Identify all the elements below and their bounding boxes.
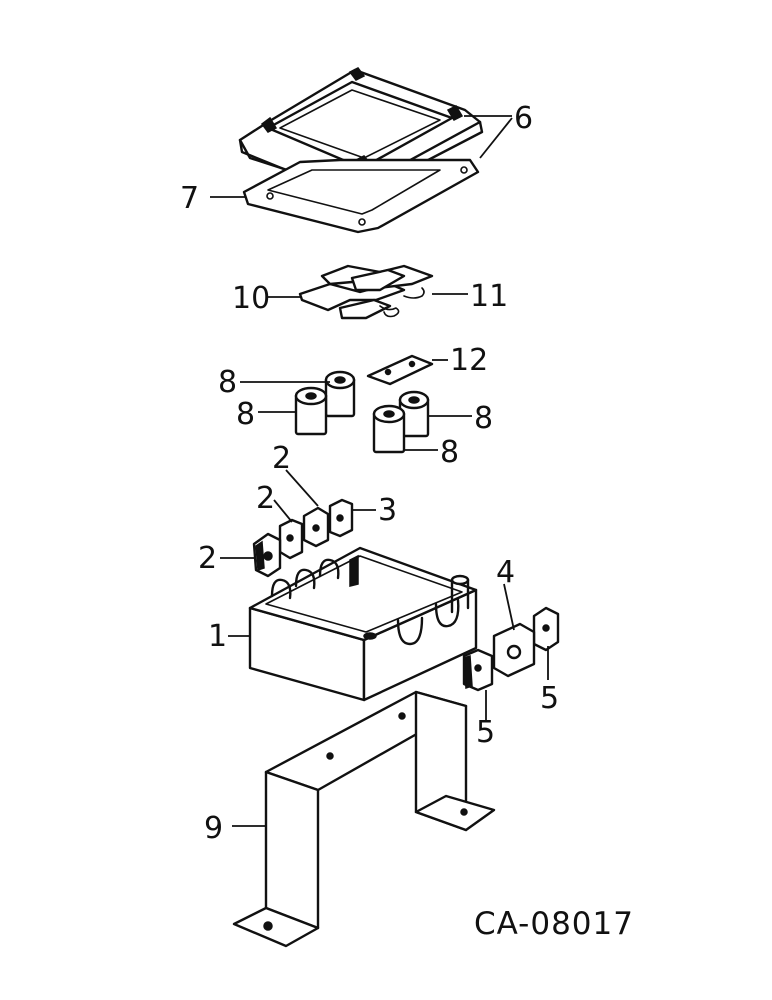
figure-code: CA-08017 <box>474 906 634 942</box>
plate-part <box>366 354 434 386</box>
callout-7: 7 <box>180 181 199 216</box>
callout-2-b: 2 <box>256 481 275 516</box>
callout-8-c: 8 <box>474 401 493 436</box>
callout-12: 12 <box>450 343 488 378</box>
callout-11: 11 <box>470 279 508 314</box>
callout-6: 6 <box>514 101 533 136</box>
gasket-part <box>242 158 480 234</box>
fuse-link-part <box>298 282 406 320</box>
callout-1: 1 <box>208 619 227 654</box>
callout-9: 9 <box>204 811 223 846</box>
callout-3: 3 <box>378 493 397 528</box>
callout-4: 4 <box>496 555 515 590</box>
leader-lines <box>210 115 549 827</box>
right-terminal-part <box>462 606 560 692</box>
callout-10: 10 <box>232 281 270 316</box>
callout-8-a: 8 <box>218 365 237 400</box>
mounting-bracket-part <box>232 690 496 948</box>
callout-8-d: 8 <box>440 435 459 470</box>
fuse-strip-part <box>320 264 434 299</box>
callout-5-a: 5 <box>540 681 559 716</box>
fuse-box-part <box>248 546 478 702</box>
callout-5-b: 5 <box>476 715 495 750</box>
callout-2-c: 2 <box>198 541 217 576</box>
spacer-front-left <box>294 386 328 436</box>
callout-8-b: 8 <box>236 397 255 432</box>
callout-labels: 6 7 10 11 12 8 8 8 8 2 2 3 2 4 1 5 5 9 <box>180 101 559 846</box>
spacer-front-right <box>372 404 406 454</box>
terminal-clip-part <box>252 498 354 578</box>
spacer-back-left <box>324 370 356 418</box>
callout-2-a: 2 <box>272 441 291 476</box>
